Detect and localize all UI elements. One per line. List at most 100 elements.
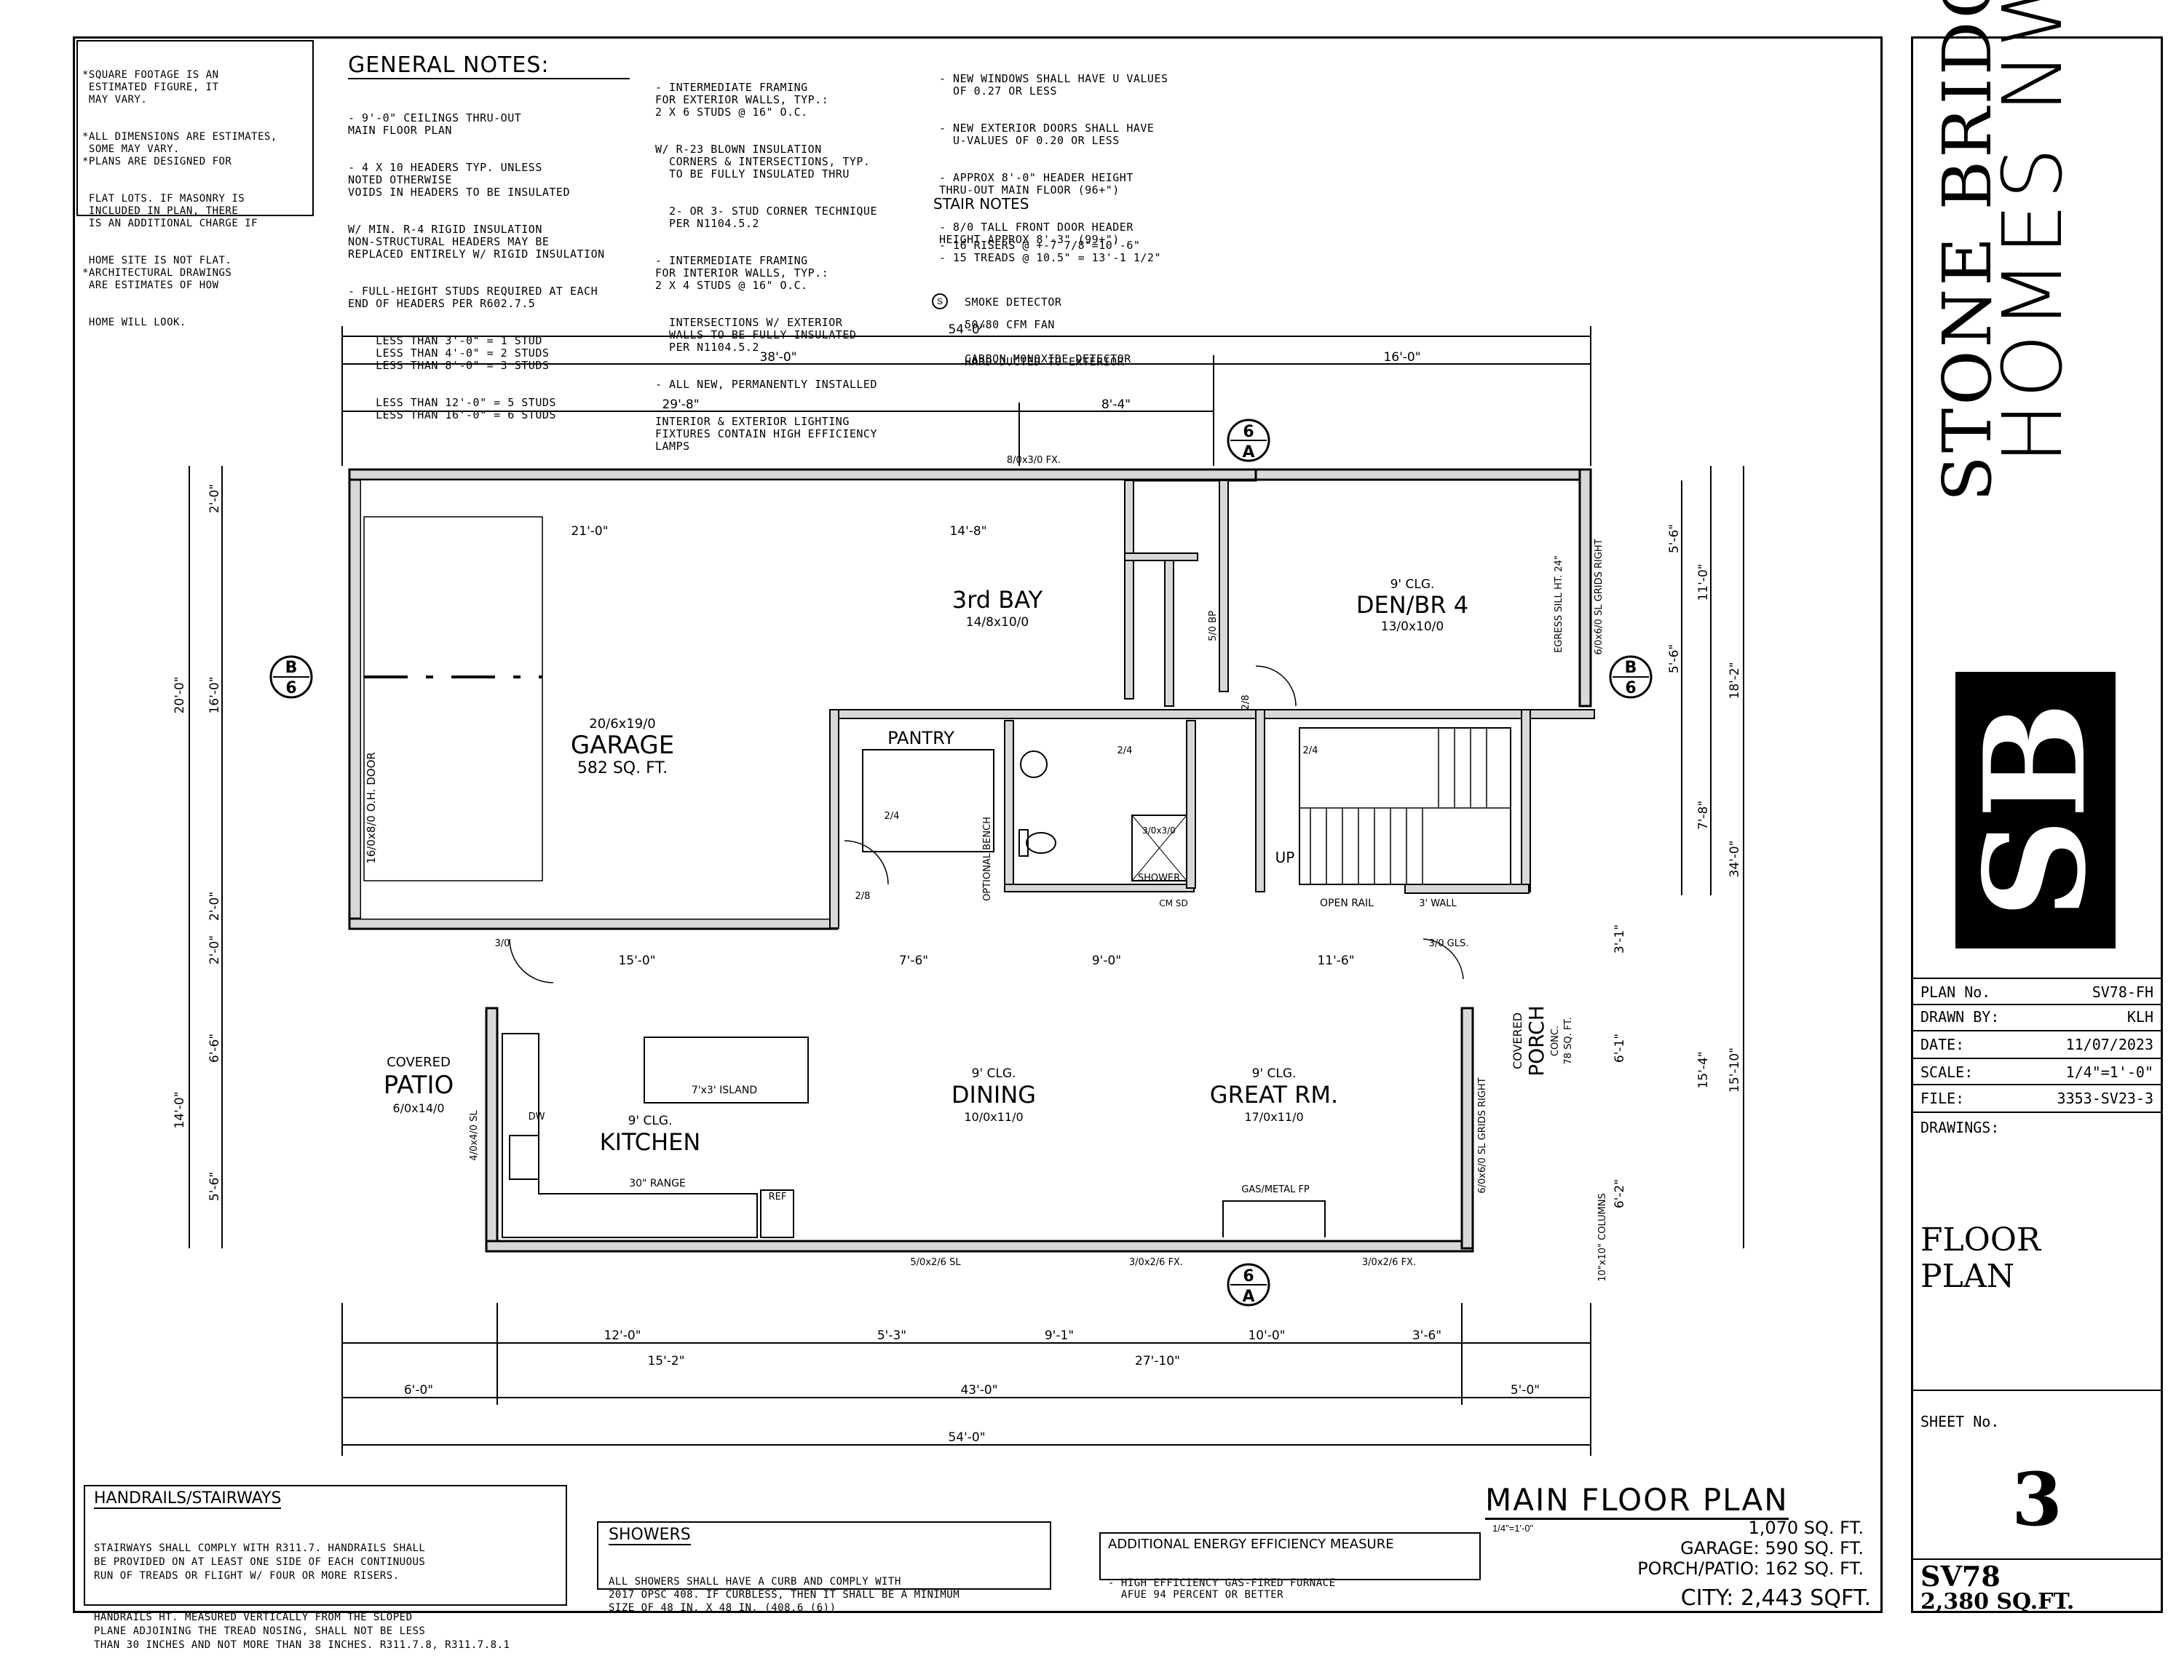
stair-up-label: UP <box>1275 849 1295 866</box>
window-top: 8/0x3/0 FX. <box>1007 455 1061 466</box>
stair-notes: - 16 RISERS @ +-7 7/8"=10'-6"- 15 TREADS… <box>939 239 1161 264</box>
closet-label: 5/0 BP <box>1208 611 1219 641</box>
dim-left-2c: 2'-0" <box>207 935 222 964</box>
brand-line2: HOMES NW <box>1986 0 2081 464</box>
floor-plan: 54'-0" 38'-0" 16'-0" 29'-8" 8'-4" 21'-0"… <box>173 322 1744 1456</box>
bay-name: 3rd BAY <box>952 586 1043 614</box>
dim-top-left: 38'-0" <box>759 350 796 365</box>
bay-size: 14/8x10/0 <box>966 615 1029 630</box>
dim-top-sub1: 29'-8" <box>662 397 699 412</box>
fan-legend: 50/80 CFM FAN HARD-DUCTED TO EXTERIOR <box>965 318 1125 368</box>
handrails-note: HANDRAILS/STAIRWAYS STAIRWAYS SHALL COMP… <box>84 1485 567 1651</box>
stair-notes-title: STAIR NOTES <box>933 195 1029 213</box>
window-great-side: 6/0x6/0 SL GRIDS RIGHT <box>1477 1077 1488 1193</box>
garage-door: 16/0x8/0 O.H. DOOR <box>365 752 378 864</box>
dim-right-154: 15'-4" <box>1696 1051 1711 1088</box>
estimate-notes: *SQUARE FOOTAGE IS AN ESTIMATED FIGURE, … <box>76 40 314 328</box>
dim-left-56: 5'-6" <box>207 1172 222 1201</box>
dim-right-34: 34'-0" <box>1728 840 1742 877</box>
porch-label: COVERED <box>1511 1013 1524 1069</box>
sheet-number: 3 <box>2011 1457 2062 1542</box>
logo-text: SB <box>1954 702 2116 919</box>
range-label: 30" RANGE <box>629 1178 686 1189</box>
plan-sqft: 1,070 SQ. FT. <box>1748 1518 1864 1538</box>
garage-name: GARAGE <box>571 731 674 760</box>
showers-title: SHOWERS <box>609 1526 691 1545</box>
energy-title: ADDITIONAL ENERGY EFFICIENCY MEASURE <box>1108 1537 1394 1552</box>
section-right-let: B <box>1625 659 1637 677</box>
door-garage: 2/8 <box>855 891 871 902</box>
open-rail-label: OPEN RAIL <box>1320 898 1374 909</box>
plan-title: MAIN FLOOR PLAN <box>1485 1482 1789 1520</box>
dim-top-overall: 54'-0" <box>948 322 985 337</box>
handrails-title: HANDRAILS/STAIRWAYS <box>94 1489 282 1509</box>
dim-bottom-left: 6'-0" <box>404 1383 433 1398</box>
den-size: 13/0x10/0 <box>1381 619 1444 634</box>
section-right-num: 6 <box>1625 679 1636 697</box>
row-file: FILE: 3353-SV23-3 <box>1913 1085 2161 1113</box>
sheet-border <box>73 36 1883 1613</box>
section-left-let: B <box>285 659 298 677</box>
window-den-side: 6/0x6/0 SL GRIDS RIGHT <box>1594 539 1605 654</box>
porch-sqft: 78 SQ. FT. <box>1563 1017 1574 1064</box>
dining-clg: 9' CLG. <box>972 1066 1016 1081</box>
columns-label: 10"x10" COLUMNS <box>1597 1193 1608 1281</box>
row-scale: SCALE: 1/4"=1'-0" <box>1913 1059 2161 1085</box>
dim-left-2b: 2'-0" <box>207 892 222 921</box>
patio-label: COVERED <box>387 1055 451 1070</box>
door-front: 3/0 GLS. <box>1429 938 1469 949</box>
wall-3-label: 3' WALL <box>1419 898 1457 909</box>
section-top-num: 6 <box>1243 423 1254 441</box>
dim-bottom-r2b: 5'-3" <box>877 1328 906 1343</box>
title-block: STONE BRIDGE HOMES NW SB PLAN No. SV78-F… <box>1911 0 2163 1614</box>
row-date: DATE: 11/07/2023 <box>1913 1031 2161 1059</box>
dim-mid-b: 7'-6" <box>899 954 928 968</box>
plan-porch: PORCH/PATIO: 162 SQ. FT. <box>1637 1558 1864 1579</box>
dim-mid-d: 11'-6" <box>1317 954 1354 968</box>
garage-size: 20/6x19/0 <box>589 716 656 732</box>
row-sheet: SHEET No. 3 <box>1913 1391 2161 1560</box>
dw-label: DW <box>529 1112 545 1122</box>
optional-bench-label: OPTIONAL BENCH <box>982 817 993 901</box>
window-bot3: 3/0x2/6 FX. <box>1362 1257 1416 1268</box>
dim-bottom-r1b: 27'-10" <box>1135 1354 1180 1368</box>
dim-bottom-r2c: 9'-1" <box>1045 1328 1074 1343</box>
great-size: 17/0x11/0 <box>1244 1110 1303 1124</box>
model-sqft: 2,380 SQ.FT. <box>1920 1589 2075 1614</box>
dining-size: 10/0x11/0 <box>964 1110 1023 1124</box>
plan-area: 1,070 SQ. FT. GARAGE: 590 SQ. FT. PORCH/… <box>1594 1518 1864 1579</box>
porch-name: PORCH <box>1524 1005 1548 1077</box>
dim-bottom-overall: 54'-0" <box>948 1430 985 1445</box>
door-pantry: 2/4 <box>885 811 900 822</box>
dim-right-182: 18'-2" <box>1728 662 1742 699</box>
window-bot2: 3/0x2/6 FX. <box>1129 1257 1183 1268</box>
door-den: 2/8 <box>1241 695 1251 710</box>
row-plan-no: PLAN No. SV78-FH <box>1913 978 2161 1005</box>
patio-name: PATIO <box>384 1071 454 1100</box>
dim-left-16: 16'-0" <box>207 676 222 713</box>
logo: SB <box>1954 672 2116 948</box>
model-area: SV78 2,380 SQ.FT. <box>1913 1560 2161 1614</box>
dim-bottom-r2e: 3'-6" <box>1412 1328 1441 1343</box>
section-bottom-let: A <box>1242 1288 1254 1306</box>
dim-bottom-mid: 43'-0" <box>960 1383 997 1398</box>
dim-right-61: 6'-1" <box>1613 1034 1627 1063</box>
garage-sqft: 582 SQ. FT. <box>577 759 668 777</box>
dim-bay-width: 14'-8" <box>949 524 986 539</box>
detector-legend: SMOKE DETECTOR CARBON MONOXIDE DETECTOR <box>965 296 1131 365</box>
section-bottom-num: 6 <box>1243 1267 1254 1285</box>
dim-mid-a: 15'-0" <box>618 954 655 968</box>
dim-right-62: 6'-2" <box>1613 1179 1627 1208</box>
dim-left-66: 6'-6" <box>207 1034 222 1063</box>
fireplace-label: GAS/METAL FP <box>1241 1184 1310 1195</box>
drawing-name: FLOOR PLAN <box>1920 1221 2041 1295</box>
great-clg: 9' CLG. <box>1252 1066 1297 1081</box>
dim-bottom-right: 5'-0" <box>1511 1383 1540 1398</box>
plan-city: CITY: 2,443 SQFT. <box>1680 1585 1871 1611</box>
dim-mid-c: 9'-0" <box>1092 954 1121 968</box>
dim-bottom-r1a: 15'-2" <box>647 1354 684 1368</box>
general-notes-title: GENERAL NOTES: <box>348 52 630 79</box>
kitchen-clg: 9' CLG. <box>628 1114 673 1128</box>
row-drawn-by: DRAWN BY: KLH <box>1913 1004 2161 1031</box>
